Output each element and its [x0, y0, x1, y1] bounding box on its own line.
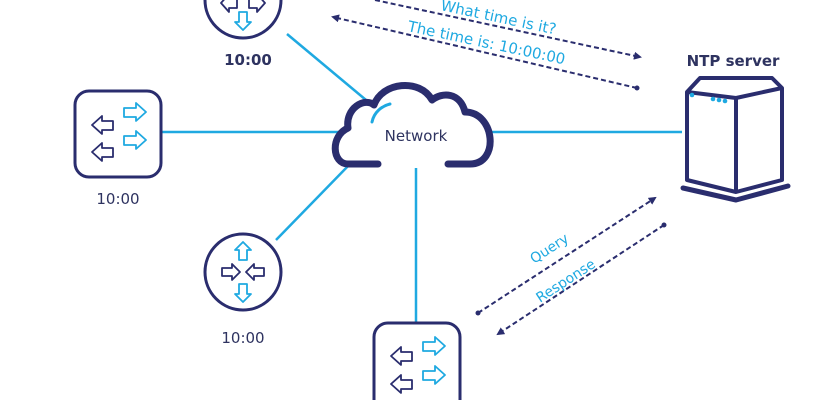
switch-arrows — [390, 336, 446, 394]
device-time: 10:00 — [221, 329, 264, 347]
exchange-bottom: Query Response — [475, 196, 667, 336]
server-label: NTP server — [687, 52, 780, 70]
server-leds — [689, 92, 728, 104]
device-router-bottom[interactable]: 10:00 — [203, 232, 283, 347]
link-router-bottom — [275, 163, 351, 241]
ntp-server[interactable]: NTP server — [680, 52, 791, 203]
query-label: Query — [527, 231, 571, 268]
response-label: Response — [533, 256, 598, 306]
cloud-icon — [331, 82, 494, 168]
exchange-top: What time is it? The time is: 10:00:00 — [331, 0, 642, 91]
router-icon — [203, 232, 283, 312]
device-router-top[interactable]: 10:00 — [203, 0, 283, 69]
reply-arrow — [331, 14, 640, 91]
device-time: 10:00 — [224, 51, 272, 69]
cloud-highlight — [370, 102, 392, 124]
switch-icon — [372, 321, 462, 400]
switch-arrows — [91, 102, 147, 162]
device-switch-bottom[interactable] — [372, 321, 462, 400]
response-arrow — [496, 222, 667, 336]
network-label: Network — [385, 127, 448, 145]
link-router-top — [286, 33, 367, 101]
network-cloud: Network — [331, 82, 494, 168]
router-arrows — [221, 241, 265, 303]
query-arrow — [475, 196, 657, 316]
switch-icon — [73, 89, 163, 179]
server-icon — [680, 76, 791, 203]
router-arrows — [220, 0, 266, 31]
device-time: 10:00 — [96, 190, 139, 208]
device-switch-left[interactable]: 10:00 — [73, 89, 163, 208]
router-icon — [203, 0, 283, 40]
